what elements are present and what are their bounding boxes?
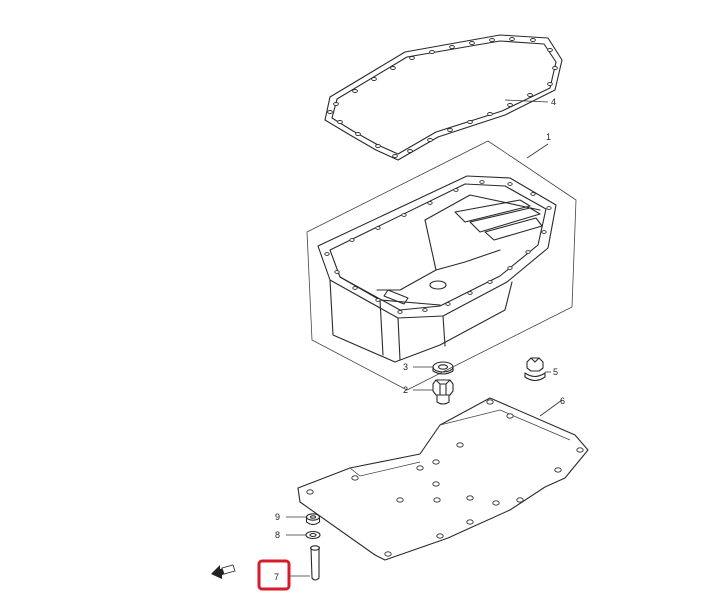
bolt-hole: [375, 226, 381, 230]
bolt-hole: [541, 230, 547, 234]
bolt-hole: [530, 38, 536, 42]
bolt-hole: [546, 206, 552, 210]
bolt-hole: [390, 66, 396, 70]
bolt-hole: [453, 188, 459, 192]
bolt-hole: [429, 50, 435, 54]
bolt-hole: [445, 302, 451, 306]
bolt-hole: [433, 497, 441, 503]
callout-6: 6: [560, 396, 565, 406]
bolt-hole: [422, 308, 428, 312]
bolt-hole: [401, 213, 407, 217]
bolt-hole: [375, 298, 381, 302]
bolt-hole: [371, 77, 377, 81]
bolt-hole: [507, 266, 513, 270]
bolt-hole: [492, 500, 500, 506]
bolt-hole: [466, 495, 474, 501]
drain-plug[interactable]: [432, 379, 454, 405]
callout-3: 3: [403, 362, 408, 372]
bolt-hole: [466, 519, 474, 525]
bolt-hole: [525, 250, 531, 254]
bolt-hole: [337, 120, 343, 124]
bolt-hole: [507, 182, 513, 186]
bolt-hole: [416, 465, 424, 471]
bolt-hole: [456, 442, 464, 448]
callout-5: 5: [553, 367, 558, 377]
bolt-hole: [509, 37, 515, 41]
bolt-hole: [324, 252, 330, 256]
bolt-hole: [427, 201, 433, 205]
bolt-hole: [487, 112, 493, 116]
bolt-hole: [397, 310, 403, 314]
callout-4: 4: [551, 97, 556, 107]
callout-7[interactable]: 7: [274, 572, 279, 582]
cover-bolt-washer[interactable]: [305, 530, 321, 540]
bolt-hole: [351, 475, 359, 481]
oil-pan-gasket[interactable]: [324, 34, 563, 161]
bolt-hole: [447, 128, 453, 132]
bolt-hole: [547, 82, 553, 86]
bolt-hole: [552, 66, 558, 70]
bolt-hole: [547, 48, 553, 52]
bolt-hole: [469, 41, 475, 45]
bolt-hole: [384, 551, 392, 557]
bolt-hole: [392, 154, 398, 158]
oil-pan-under-cover[interactable]: [297, 397, 589, 561]
bolt-hole: [432, 459, 440, 465]
callout-1: 1: [546, 132, 551, 142]
bolt-hole: [427, 138, 433, 142]
bolt-hole: [467, 120, 473, 124]
bolt-hole: [554, 467, 562, 473]
bolt-hole: [467, 291, 473, 295]
bolt-hole: [576, 447, 584, 453]
bolt-hole: [486, 399, 494, 405]
bolt-hole: [516, 497, 524, 503]
bolt-hole: [349, 238, 355, 242]
bolt-hole: [507, 103, 513, 107]
bolt-hole: [449, 45, 455, 49]
bolt-hole: [333, 102, 339, 106]
bolt-hole: [436, 533, 444, 539]
cover-bolt[interactable]: [309, 545, 321, 581]
bolt-hole: [334, 270, 340, 274]
pan-bolt[interactable]: [524, 357, 546, 382]
callout-7-highlight-box: [257, 559, 291, 591]
bolt-hole: [396, 497, 404, 503]
bolt-hole: [530, 192, 536, 196]
cover-bolt-nut[interactable]: [305, 513, 321, 526]
bolt-hole: [306, 489, 314, 495]
oil-pan[interactable]: [306, 140, 577, 391]
bolt-hole: [409, 56, 415, 60]
bolt-hole: [479, 180, 485, 184]
bolt-hole: [489, 38, 495, 42]
leader-lines: [286, 99, 563, 577]
bolt-hole: [506, 413, 514, 419]
bolt-hole: [527, 93, 533, 97]
bolt-hole: [487, 280, 493, 284]
front-direction-arrow-icon: [211, 564, 236, 579]
bolt-hole: [407, 149, 413, 153]
bolt-hole: [355, 132, 361, 136]
callout-8: 8: [275, 530, 280, 540]
callout-2: 2: [403, 385, 408, 395]
bolt-hole: [352, 286, 358, 290]
bolt-hole: [375, 144, 381, 148]
bolt-hole: [327, 110, 333, 114]
bolt-hole: [352, 89, 358, 93]
bolt-hole: [432, 481, 440, 487]
callout-9: 9: [275, 512, 280, 522]
